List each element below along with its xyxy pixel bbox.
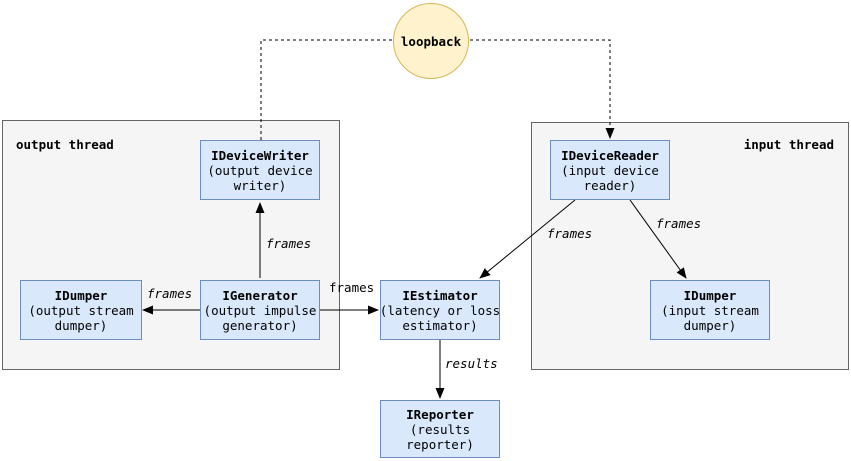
node-igenerator-sub1: (output impulse bbox=[203, 302, 317, 318]
edge-label-frames-reader-estimator: frames bbox=[547, 226, 593, 241]
node-idevicereader: IDeviceReader (input device reader) bbox=[550, 140, 670, 200]
node-iestimator-sub1: (latency or loss bbox=[379, 302, 501, 318]
loopback-label: loopback bbox=[400, 33, 462, 49]
node-igenerator: IGenerator (output impulse generator) bbox=[200, 280, 320, 340]
node-idumper-output-sub2: dumper) bbox=[54, 317, 108, 333]
node-idumper-output-sub1: (output stream bbox=[28, 302, 134, 318]
node-idevicereader-title: IDeviceReader bbox=[561, 147, 659, 163]
node-idumper-input-sub2: dumper) bbox=[683, 317, 737, 333]
node-idevicewriter: IDeviceWriter (output device writer) bbox=[200, 140, 320, 200]
loopback-node: loopback bbox=[393, 3, 469, 79]
node-idumper-output-title: IDumper bbox=[54, 287, 108, 303]
node-idevicewriter-title: IDeviceWriter bbox=[211, 147, 309, 163]
node-idumper-input: IDumper (input stream dumper) bbox=[650, 280, 770, 340]
node-idumper-input-title: IDumper bbox=[683, 287, 737, 303]
edge-label-frames-generator-dumper: frames bbox=[147, 286, 193, 301]
node-ireporter-sub1: (results bbox=[409, 421, 471, 437]
edge-label-frames-generator-writer: frames bbox=[266, 236, 312, 251]
node-igenerator-title: IGenerator bbox=[222, 287, 298, 303]
node-ireporter: IReporter (results reporter) bbox=[380, 400, 500, 458]
edge-label-results-estimator-reporter: results bbox=[445, 356, 498, 371]
output-thread-label: output thread bbox=[16, 137, 114, 152]
node-iestimator-sub2: estimator) bbox=[402, 317, 478, 333]
node-idevicereader-sub2: reader) bbox=[583, 177, 637, 193]
node-igenerator-sub2: generator) bbox=[222, 317, 298, 333]
input-thread-label: input thread bbox=[743, 137, 834, 152]
node-idevicewriter-sub2: writer) bbox=[233, 177, 287, 193]
node-iestimator-title: IEstimator bbox=[402, 287, 478, 303]
node-idumper-output: IDumper (output stream dumper) bbox=[20, 280, 142, 340]
node-idevicereader-sub1: (input device bbox=[561, 162, 659, 178]
edge-label-frames-generator-estimator: frames bbox=[329, 280, 375, 295]
node-idevicewriter-sub1: (output device bbox=[207, 162, 313, 178]
node-ireporter-sub2: reporter) bbox=[406, 436, 474, 452]
node-idumper-input-sub1: (input stream bbox=[661, 302, 759, 318]
node-ireporter-title: IReporter bbox=[406, 406, 474, 422]
edge-label-frames-reader-dumper: frames bbox=[656, 216, 702, 231]
node-iestimator: IEstimator (latency or loss estimator) bbox=[380, 280, 500, 340]
